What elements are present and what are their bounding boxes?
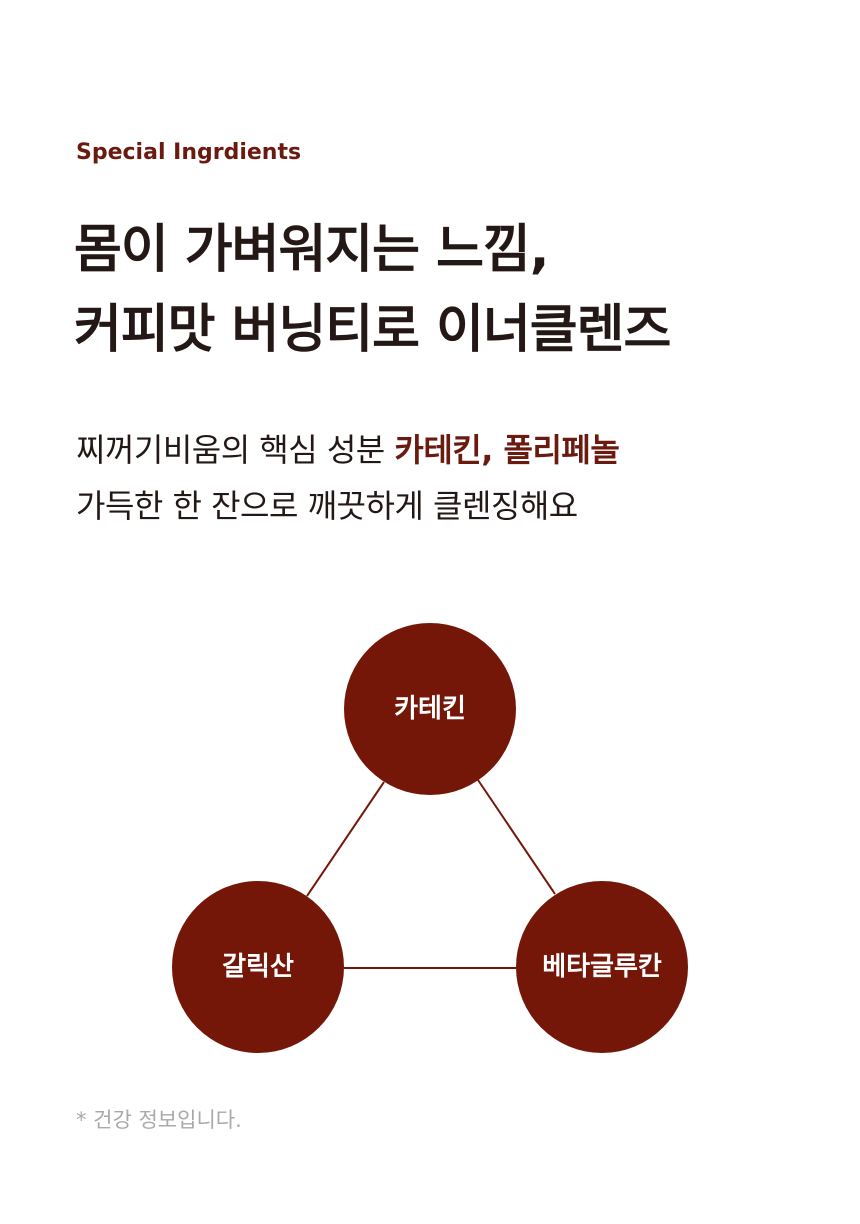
- connector-top-left: [306, 781, 385, 897]
- node-gallic-acid-label: 갈릭산: [222, 952, 294, 982]
- description: 찌꺼기비움의 핵심 성분 카테킨, 폴리페놀 가득한 한 잔으로 깨끗하게 클렌…: [76, 422, 620, 534]
- node-gallic-acid: 갈릭산: [172, 881, 344, 1053]
- description-highlight: 카테킨, 폴리페놀: [394, 431, 620, 469]
- node-catechin-label: 카테킨: [394, 694, 466, 724]
- node-beta-glucan-circle: [516, 881, 688, 1053]
- connector-top-right: [477, 779, 556, 895]
- description-line-1: 찌꺼기비움의 핵심 성분 카테킨, 폴리페놀: [76, 422, 620, 478]
- footnote: * 건강 정보입니다.: [76, 1108, 242, 1132]
- headline-line-2: 커피맛 버닝티로 이너클렌즈: [74, 300, 671, 360]
- node-gallic-acid-circle: [172, 881, 344, 1053]
- headline: 몸이 가벼워지는 느낌, 커피맛 버닝티로 이너클렌즈: [74, 210, 671, 370]
- description-line-2: 가득한 한 잔으로 깨끗하게 클렌징해요: [76, 487, 578, 525]
- eyebrow-label: Special Ingrdients: [76, 140, 302, 165]
- description-prefix: 찌꺼기비움의 핵심 성분: [76, 431, 395, 469]
- node-beta-glucan-label: 베타글루칸: [542, 952, 662, 982]
- headline-line-1: 몸이 가벼워지는 느낌,: [74, 220, 550, 280]
- node-catechin-circle: [344, 623, 516, 795]
- node-beta-glucan: 베타글루칸: [516, 881, 688, 1053]
- node-catechin: 카테킨: [344, 623, 516, 795]
- ingredient-triangle-diagram: 카테킨 갈릭산 베타글루칸: [172, 623, 688, 1053]
